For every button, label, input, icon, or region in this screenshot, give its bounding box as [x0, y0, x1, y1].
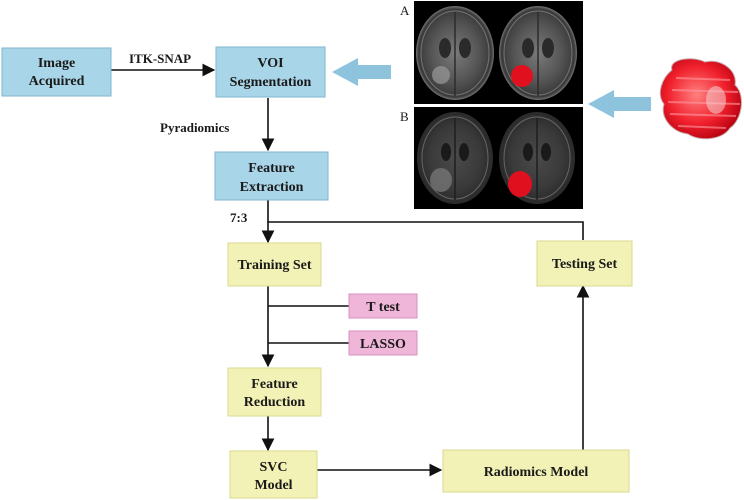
node-voi-segmentation-line1: VOI	[257, 56, 283, 71]
node-t-test: T test	[348, 293, 418, 319]
mri-panel-b	[412, 107, 583, 209]
lesion-mask-b	[508, 171, 532, 197]
node-testing-set-label: Testing Set	[552, 257, 618, 272]
node-voi-segmentation: VOI Segmentation	[215, 46, 326, 98]
node-training-set: Training Set	[227, 242, 322, 287]
node-svc-model: SVC Model	[229, 450, 318, 499]
panel-label-a: A	[400, 3, 410, 18]
node-image-acquired-line2: Acquired	[29, 74, 85, 89]
node-t-test-label: T test	[366, 300, 400, 315]
node-voi-segmentation-line2: Segmentation	[230, 75, 312, 90]
node-feature-extraction-line2: Extraction	[240, 180, 304, 195]
node-radiomics-model: Radiomics Model	[442, 449, 630, 493]
node-feature-extraction-line1: Feature	[248, 161, 294, 176]
node-lasso-label: LASSO	[360, 337, 406, 352]
node-svc-model-line1: SVC	[259, 460, 287, 475]
panel-label-b: B	[400, 109, 409, 124]
node-feature-reduction: Feature Reduction	[227, 367, 322, 417]
big-arrow-to-mri	[588, 90, 651, 118]
node-feature-extraction: Feature Extraction	[214, 151, 329, 201]
mri-panel-a	[412, 1, 583, 104]
connectors	[111, 63, 590, 477]
node-training-set-label: Training Set	[237, 258, 311, 273]
node-feature-reduction-line1: Feature	[251, 377, 297, 392]
tumor-3d-render	[659, 58, 742, 140]
node-lasso: LASSO	[348, 330, 418, 356]
split-line-to-testing	[267, 200, 584, 240]
node-feature-reduction-line2: Reduction	[244, 395, 306, 410]
lesion-mask-a	[511, 65, 533, 87]
node-image-acquired: Image Acquired	[1, 47, 112, 97]
big-arrow-to-voi	[332, 58, 391, 86]
label-split-ratio: 7:3	[230, 210, 248, 225]
node-testing-set: Testing Set	[536, 240, 633, 287]
node-radiomics-model-label: Radiomics Model	[484, 465, 589, 480]
label-itk-snap: ITK-SNAP	[129, 51, 191, 66]
node-svc-model-line2: Model	[254, 478, 292, 493]
label-pyradiomics: Pyradiomics	[160, 120, 229, 135]
node-image-acquired-line1: Image	[38, 56, 75, 71]
